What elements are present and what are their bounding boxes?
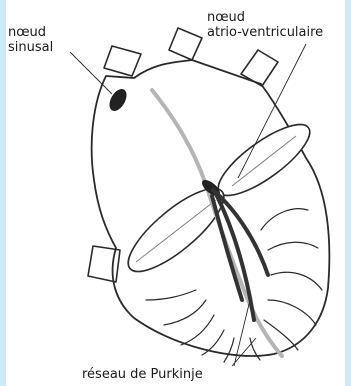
purkinje-network-label: réseau de Purkinje bbox=[82, 367, 203, 382]
vessel-top-right bbox=[241, 50, 278, 86]
atrioventricular-node-label: nœud atrio-ventriculaire bbox=[207, 10, 323, 40]
vessel-top-middle bbox=[169, 28, 202, 60]
vessel-top-left bbox=[104, 46, 141, 76]
heart-illustration bbox=[6, 0, 351, 386]
sinoatrial-node-label: nœud sinusal bbox=[8, 25, 53, 55]
sinoatrial-node bbox=[106, 86, 130, 114]
